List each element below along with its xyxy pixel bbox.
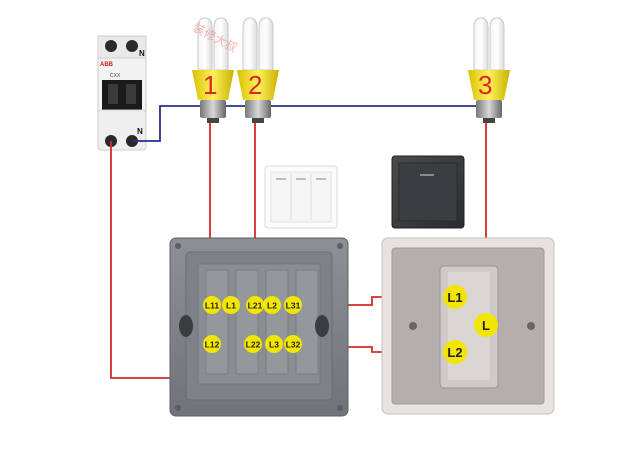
svg-text:L21: L21: [248, 301, 263, 311]
terminal-L1: L1: [222, 296, 240, 314]
breaker-model: CXX: [110, 73, 121, 79]
triple-switch-terminals: L11 L1 L21 L2 L31 L12 L22 L3: [203, 296, 302, 353]
svg-text:L22: L22: [246, 340, 261, 350]
single-switch-back: [381, 237, 555, 415]
svg-text:L12: L12: [205, 340, 220, 350]
lamp-2-number: 2: [248, 70, 262, 100]
single-switch-faceplate: [391, 155, 465, 229]
triple-switch-faceplate: [264, 165, 338, 229]
breaker-neutral-top-label: N: [139, 49, 145, 58]
breaker-neutral-bottom-label: N: [137, 127, 143, 136]
svg-text:L1: L1: [447, 290, 462, 305]
svg-text:L2: L2: [267, 301, 277, 311]
lamp-1: [192, 17, 234, 123]
lamp-1-number: 1: [203, 70, 217, 100]
svg-text:L: L: [482, 318, 490, 333]
svg-text:L1: L1: [226, 301, 236, 311]
terminal-L31: L31: [284, 296, 302, 314]
single-terminal-L2: L2: [443, 340, 467, 364]
terminal-L2: L2: [263, 296, 281, 314]
svg-text:L11: L11: [205, 301, 219, 311]
svg-text:L31: L31: [286, 301, 301, 311]
single-terminal-L1: L1: [443, 285, 467, 309]
terminal-L12: L12: [203, 335, 221, 353]
terminal-L32: L32: [284, 335, 302, 353]
terminal-L11: L11: [203, 296, 221, 314]
terminal-L22: L22: [244, 335, 262, 353]
terminal-L3: L3: [265, 335, 283, 353]
lamp-3: [468, 17, 510, 123]
lamp-3-number: 3: [478, 70, 492, 100]
circuit-breaker: N ABB CXX N: [97, 35, 147, 151]
single-switch-terminals: L1 L L2: [443, 285, 498, 364]
neutral-wires: [132, 105, 486, 142]
breaker-brand: ABB: [100, 62, 114, 68]
lamp-2: [237, 17, 279, 123]
single-terminal-L: L: [474, 313, 498, 337]
svg-text:L3: L3: [269, 340, 279, 350]
terminal-L21: L21: [246, 296, 264, 314]
svg-text:L32: L32: [286, 340, 301, 350]
svg-text:L2: L2: [447, 345, 462, 360]
triple-switch-back: [169, 237, 349, 417]
